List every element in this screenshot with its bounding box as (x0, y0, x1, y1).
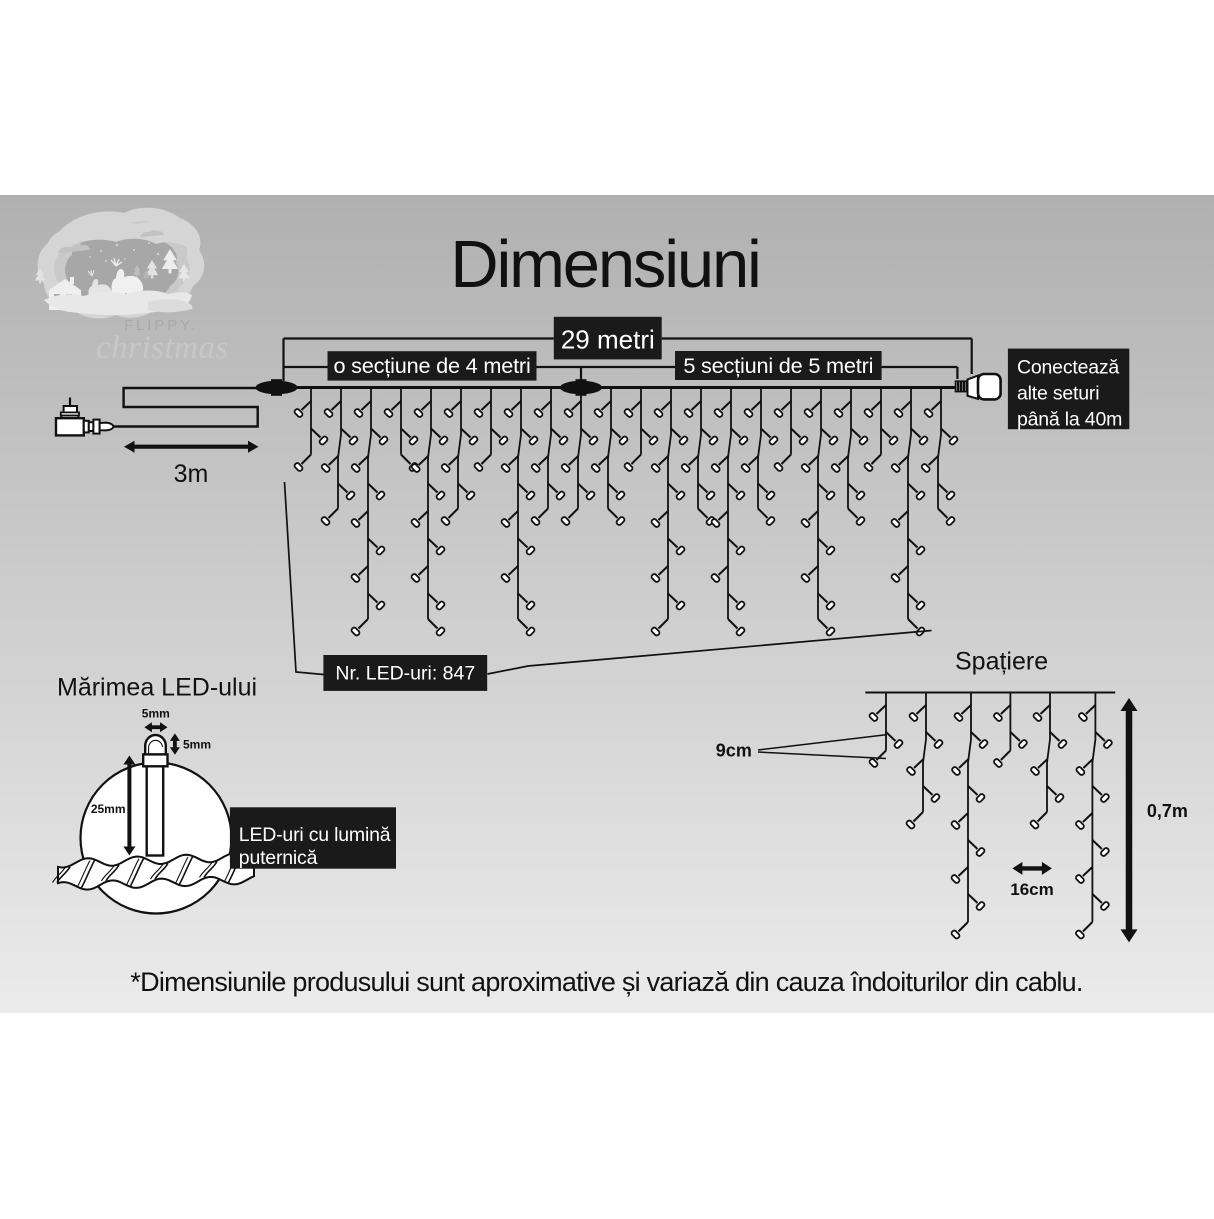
svg-text:5mm: 5mm (183, 738, 211, 752)
svg-text:0,7m: 0,7m (1147, 801, 1188, 821)
svg-text:16cm: 16cm (1010, 880, 1053, 899)
svg-text:Conectează: Conectează (1017, 357, 1119, 379)
svg-text:christmas: christmas (96, 330, 229, 366)
svg-text:o secțiune de 4 metri: o secțiune de 4 metri (333, 353, 530, 378)
svg-text:Mărimea LED-ului: Mărimea LED-ului (57, 674, 257, 702)
svg-text:5mm: 5mm (142, 707, 170, 721)
svg-text:LED-uri cu lumină: LED-uri cu lumină (239, 824, 391, 846)
svg-text:alte seturi: alte seturi (1017, 383, 1099, 405)
svg-text:FLIPPY.: FLIPPY. (124, 317, 198, 334)
svg-text:Nr. LED-uri: 847: Nr. LED-uri: 847 (335, 663, 475, 685)
svg-text:3m: 3m (174, 460, 209, 488)
svg-text:până la 40m: până la 40m (1017, 409, 1122, 431)
svg-text:Dimensiuni: Dimensiuni (450, 227, 759, 302)
svg-text:Spațiere: Spațiere (955, 648, 1048, 676)
svg-text:*Dimensiunile produsului sunt: *Dimensiunile produsului sunt aproximati… (130, 967, 1082, 997)
svg-text:29 metri: 29 metri (561, 325, 655, 355)
svg-text:5 secțiuni de 5 metri: 5 secțiuni de 5 metri (683, 353, 873, 378)
svg-text:25mm: 25mm (91, 802, 126, 816)
svg-text:9cm: 9cm (716, 741, 752, 761)
svg-text:puternică: puternică (239, 847, 318, 869)
